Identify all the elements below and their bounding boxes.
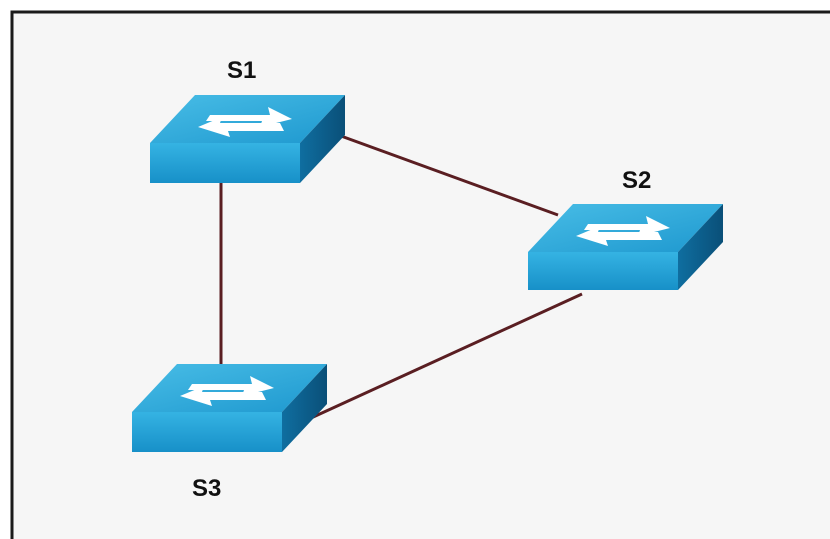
links: [219, 130, 583, 420]
link-s2-s3: [310, 292, 583, 420]
network-switch-icon: [528, 204, 723, 290]
switch-label-s3: S3: [192, 475, 221, 502]
link-s1-s2: [329, 130, 559, 217]
switch-s2[interactable]: [528, 204, 723, 290]
diagram-background: [10, 10, 830, 539]
network-switch-icon: [150, 95, 345, 183]
network-switch-icon: [132, 364, 327, 452]
switch-s3[interactable]: [132, 364, 327, 452]
switch-s1[interactable]: [150, 95, 345, 183]
switch-label-s1: S1: [227, 57, 256, 84]
switch-label-s2: S2: [622, 167, 651, 194]
